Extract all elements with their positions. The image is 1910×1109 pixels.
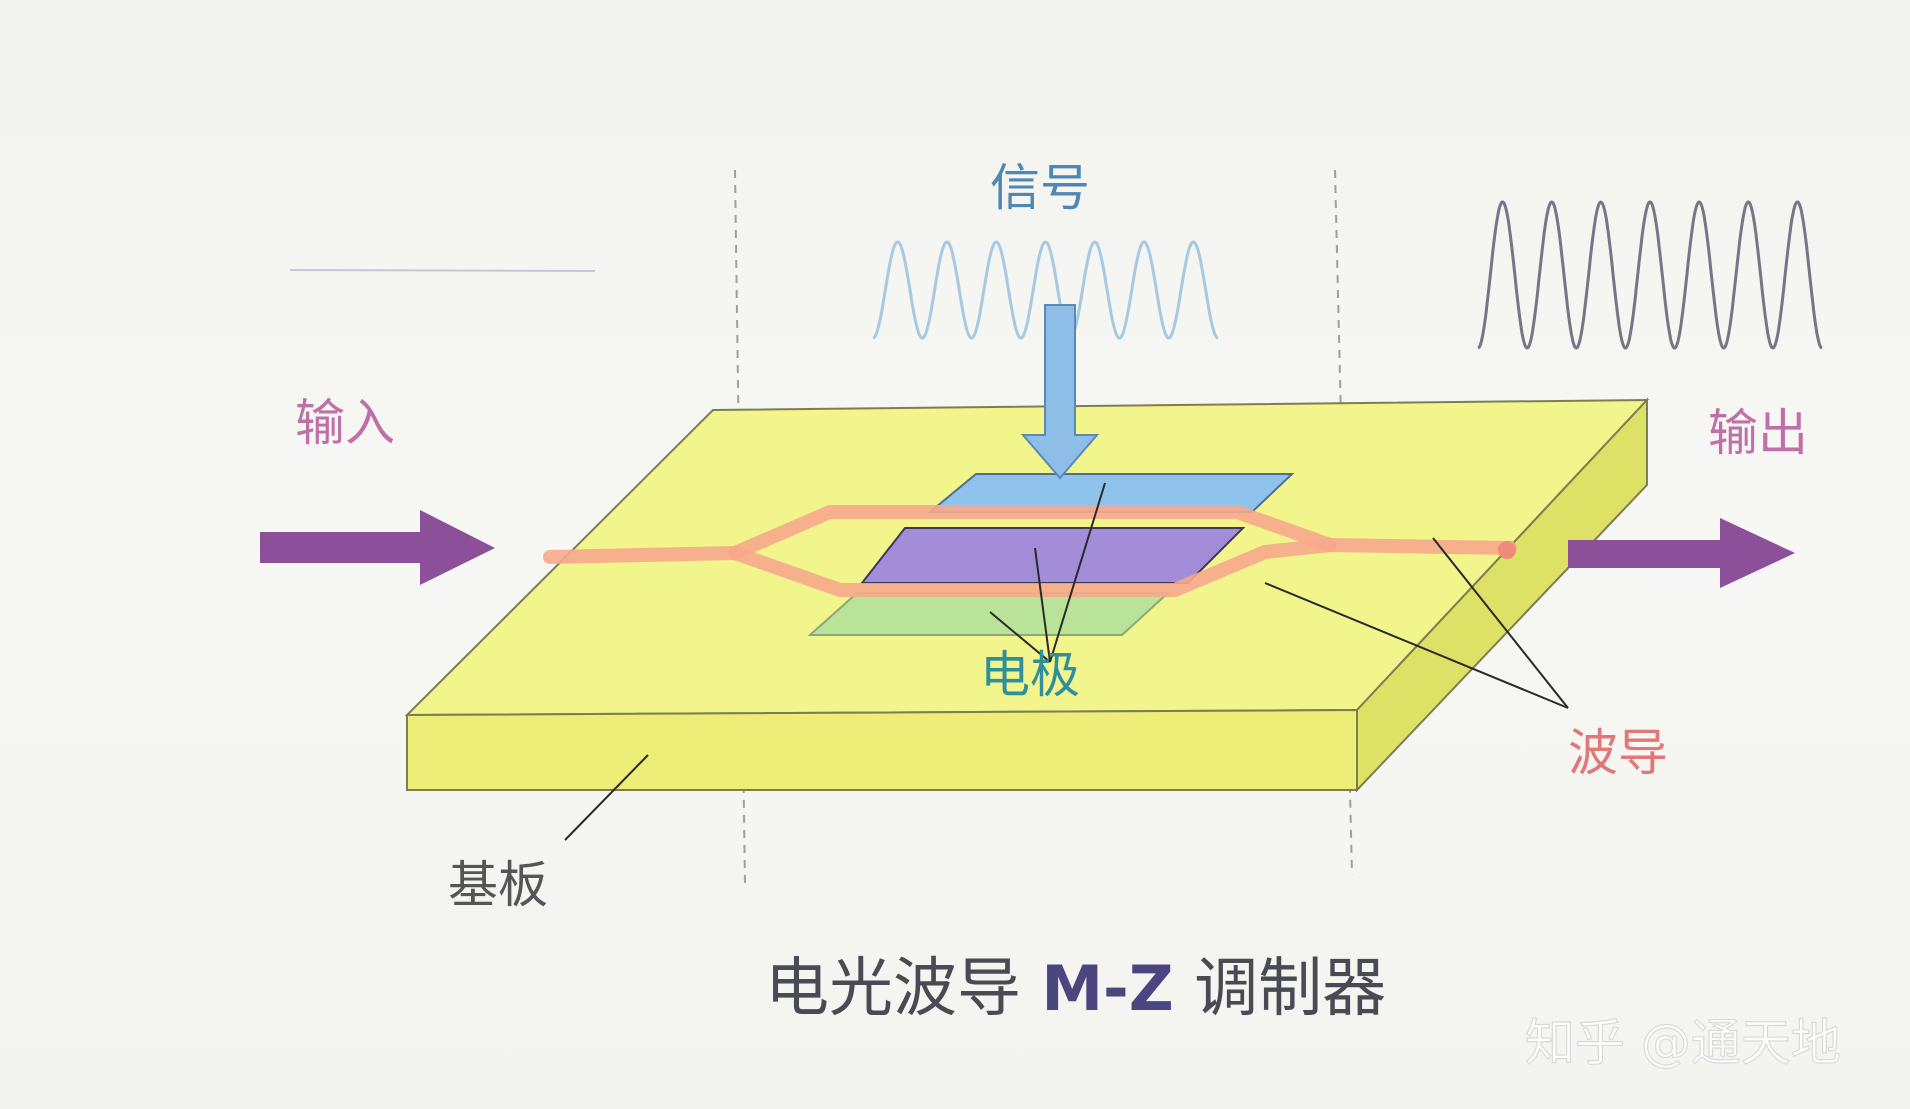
label-electrode: 电极 — [980, 646, 1080, 704]
substrate-front — [406, 708, 1358, 791]
watermark: 知乎 @通天地 — [1525, 1014, 1841, 1072]
output-arrow — [1568, 518, 1795, 588]
waveguide-pointer-2 — [1432, 537, 1569, 709]
electrode-pointer-3 — [989, 611, 1051, 663]
label-output: 输出 — [1708, 404, 1808, 462]
waveguide-lower-arm — [728, 538, 1337, 597]
label-substrate: 基板 — [448, 856, 548, 914]
output-wave — [1477, 200, 1823, 350]
electrode-pointer-2 — [1049, 482, 1106, 663]
waveguide-pointer-1 — [1264, 582, 1569, 709]
substrate-side — [1356, 397, 1648, 793]
electrode-pointer-1 — [1034, 547, 1051, 663]
electrode-purple — [859, 527, 1246, 584]
caption-prefix: 电光波导 — [765, 952, 1041, 1026]
waveguide-output-dot — [1498, 541, 1516, 559]
substrate-pointer — [564, 754, 649, 841]
faint-rule — [289, 269, 596, 272]
label-input: 输入 — [295, 394, 395, 452]
electrode-green — [807, 592, 1171, 636]
waveguide-path — [543, 505, 1517, 564]
label-waveguide: 波导 — [1568, 724, 1668, 782]
signal-wave — [872, 240, 1219, 340]
caption-model: M-Z — [1041, 952, 1173, 1025]
label-signal: 信号 — [990, 159, 1090, 217]
input-arrow — [260, 510, 495, 585]
caption-suffix: 调制器 — [1174, 952, 1386, 1026]
signal-arrow — [1020, 304, 1100, 480]
caption: 电光波导 M-Z 调制器 — [765, 952, 1386, 1026]
